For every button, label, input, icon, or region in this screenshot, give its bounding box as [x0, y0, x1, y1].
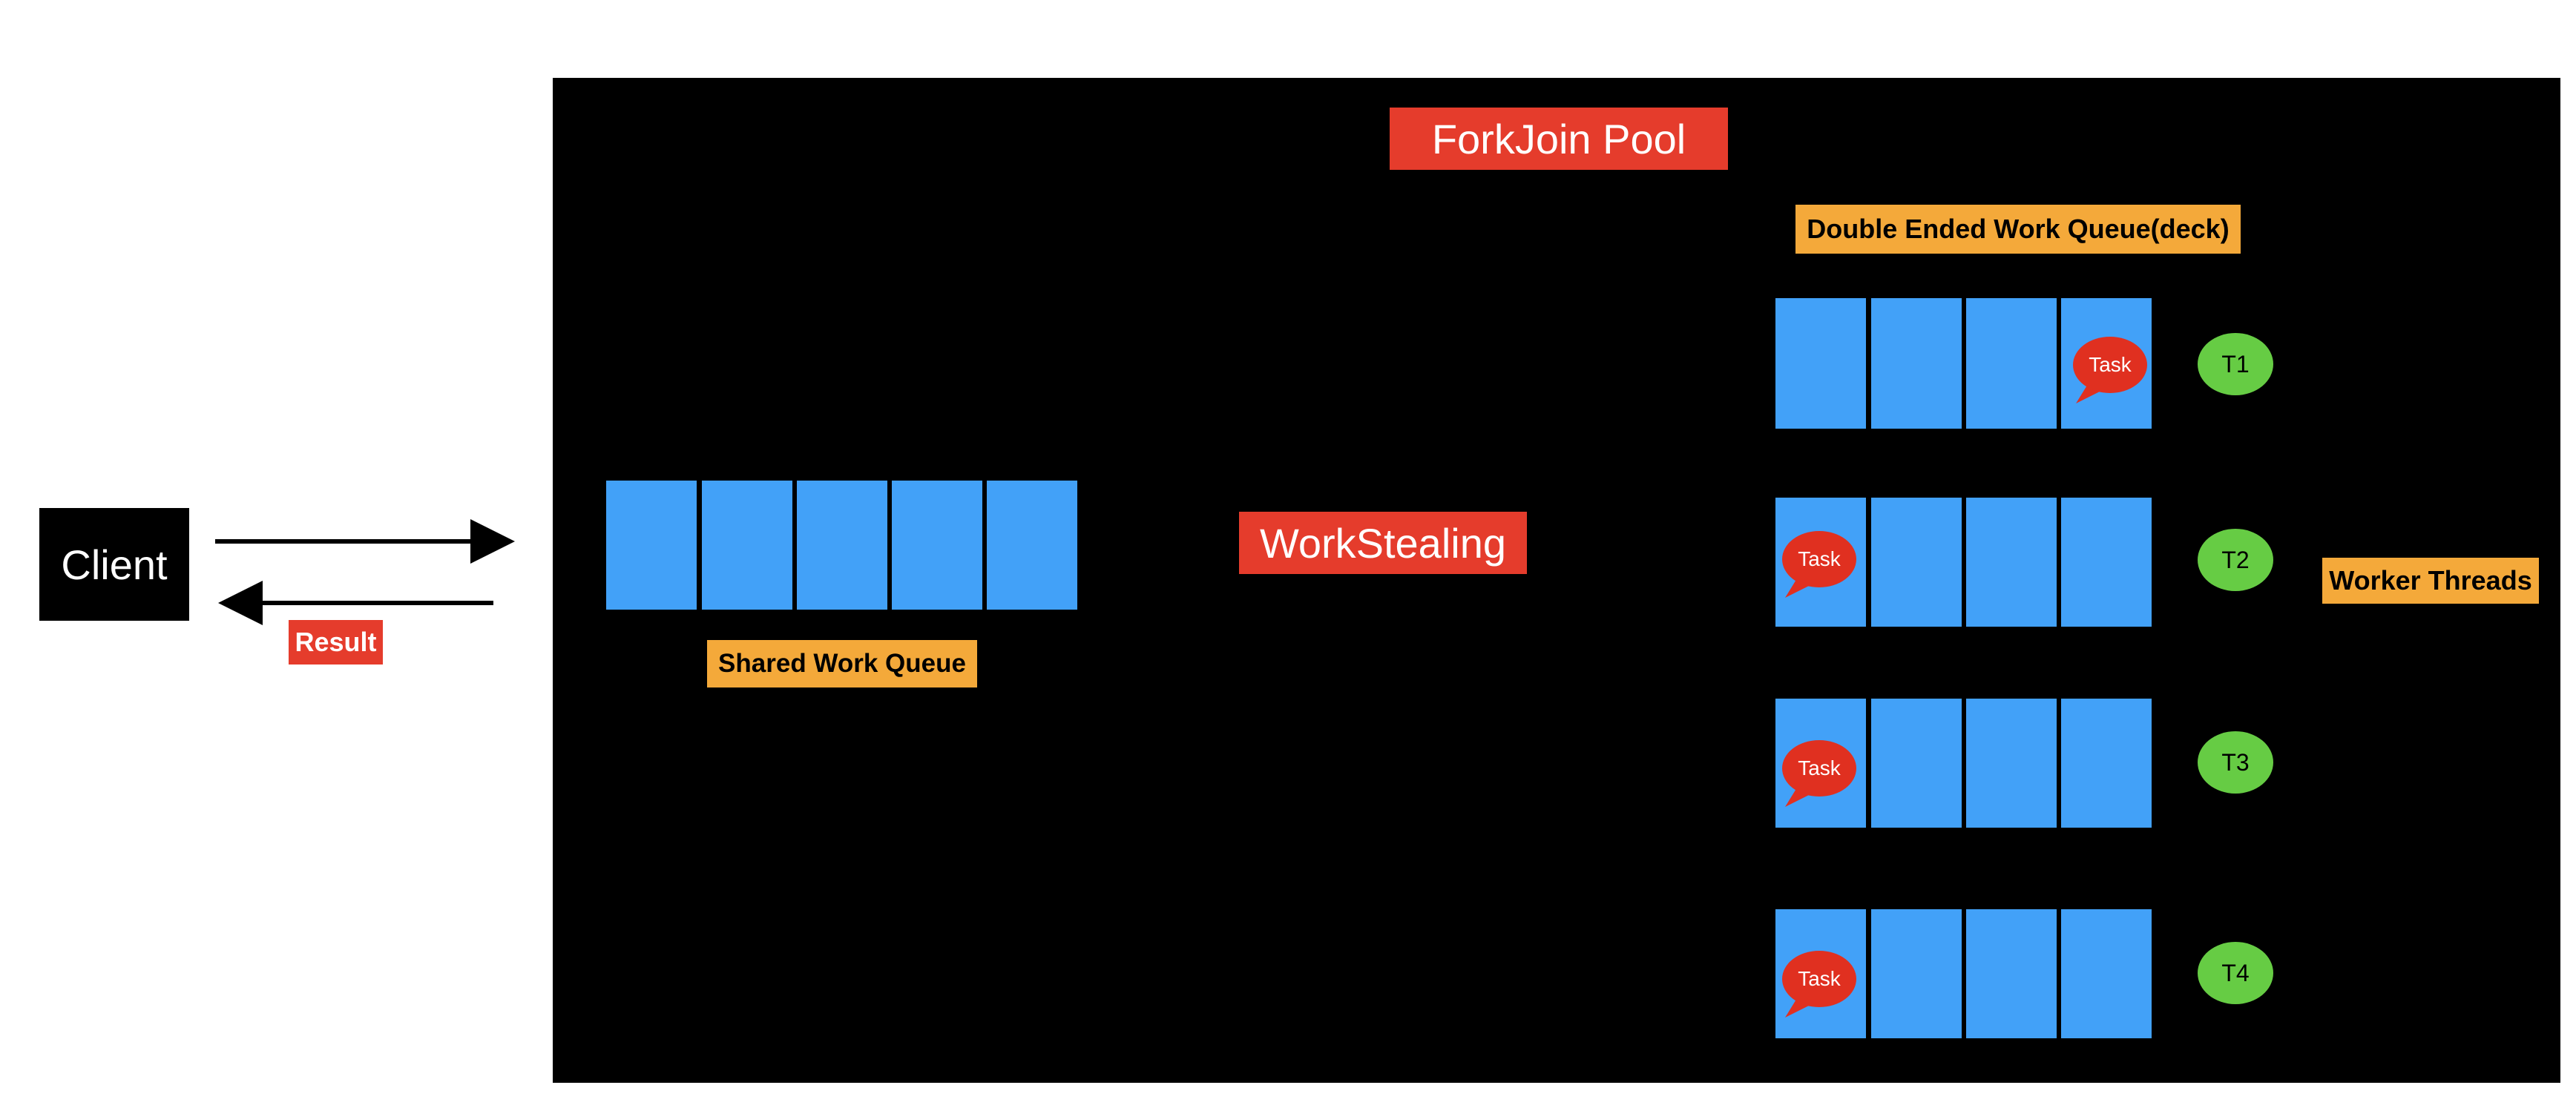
task-label: Task [1798, 756, 1841, 779]
speech-bubble-icon [2073, 337, 2147, 403]
task-label: Task [1798, 967, 1841, 990]
deque-slot [1966, 909, 2057, 1038]
deque-label: Double Ended Work Queue(deck) [1795, 205, 2241, 254]
shared-queue-slot [797, 481, 887, 610]
deque-slot [1966, 298, 2057, 429]
deque-slot [2061, 498, 2152, 627]
speech-bubble-icon [1782, 951, 1856, 1018]
deque-slot [1775, 298, 1866, 429]
pool-title: ForkJoin Pool [1390, 108, 1728, 170]
deque-slot [1966, 498, 2057, 627]
client-label: Client [61, 541, 168, 588]
task-bubble: Task [1781, 739, 1864, 813]
task-label: Task [1798, 547, 1841, 570]
shared-queue-slot [892, 481, 982, 610]
shared-queue-slot [987, 481, 1077, 610]
worker-threads-label: Worker Threads [2322, 558, 2539, 604]
task-bubble: Task [2071, 335, 2155, 409]
workstealing-label: WorkStealing [1239, 512, 1527, 574]
thread-t1: T1 [2198, 333, 2273, 395]
deque-slot [1871, 298, 1962, 429]
speech-bubble-icon [1782, 531, 1856, 598]
deque-slot [1966, 699, 2057, 828]
thread-t2: T2 [2198, 529, 2273, 591]
shared-queue-slot [606, 481, 697, 610]
speech-bubble-icon [1782, 740, 1856, 807]
shared-queue-slot [702, 481, 792, 610]
task-label: Task [2089, 353, 2132, 376]
result-label: Result [289, 620, 383, 665]
deque-slot [2061, 699, 2152, 828]
task-bubble: Task [1781, 949, 1864, 1023]
client-box: Client [39, 508, 189, 621]
thread-t4: T4 [2198, 942, 2273, 1004]
deque-slot [1871, 699, 1962, 828]
task-bubble: Task [1781, 530, 1864, 604]
deque-slot [2061, 909, 2152, 1038]
shared-queue-label: Shared Work Queue [707, 640, 977, 687]
deque-slot [1871, 909, 1962, 1038]
thread-t3: T3 [2198, 731, 2273, 794]
deque-slot [1871, 498, 1962, 627]
